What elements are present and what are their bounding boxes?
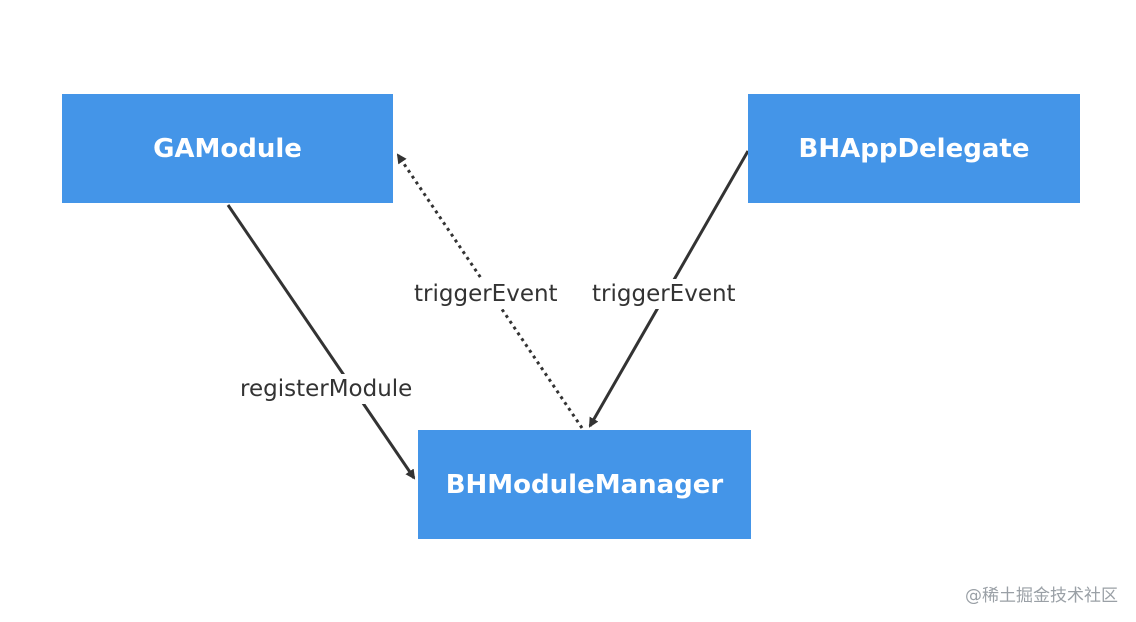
node-bh-app-delegate-label: BHAppDelegate (798, 133, 1030, 164)
edge-label-trigger-event-dotted: triggerEvent (411, 279, 561, 309)
node-bh-app-delegate: BHAppDelegate (748, 94, 1080, 203)
edge-trigger-event-dotted (396, 153, 584, 429)
node-ga-module-label: GAModule (153, 133, 302, 164)
edge-register-module (226, 204, 416, 480)
node-bh-module-manager-label: BHModuleManager (445, 469, 724, 500)
node-bh-module-manager: BHModuleManager (418, 430, 751, 539)
edge-label-trigger-event-solid: triggerEvent (589, 279, 739, 309)
edge-label-register-module: registerModule (237, 374, 416, 404)
watermark: @稀土掘金技术社区 (965, 586, 1118, 606)
node-ga-module: GAModule (62, 94, 393, 203)
